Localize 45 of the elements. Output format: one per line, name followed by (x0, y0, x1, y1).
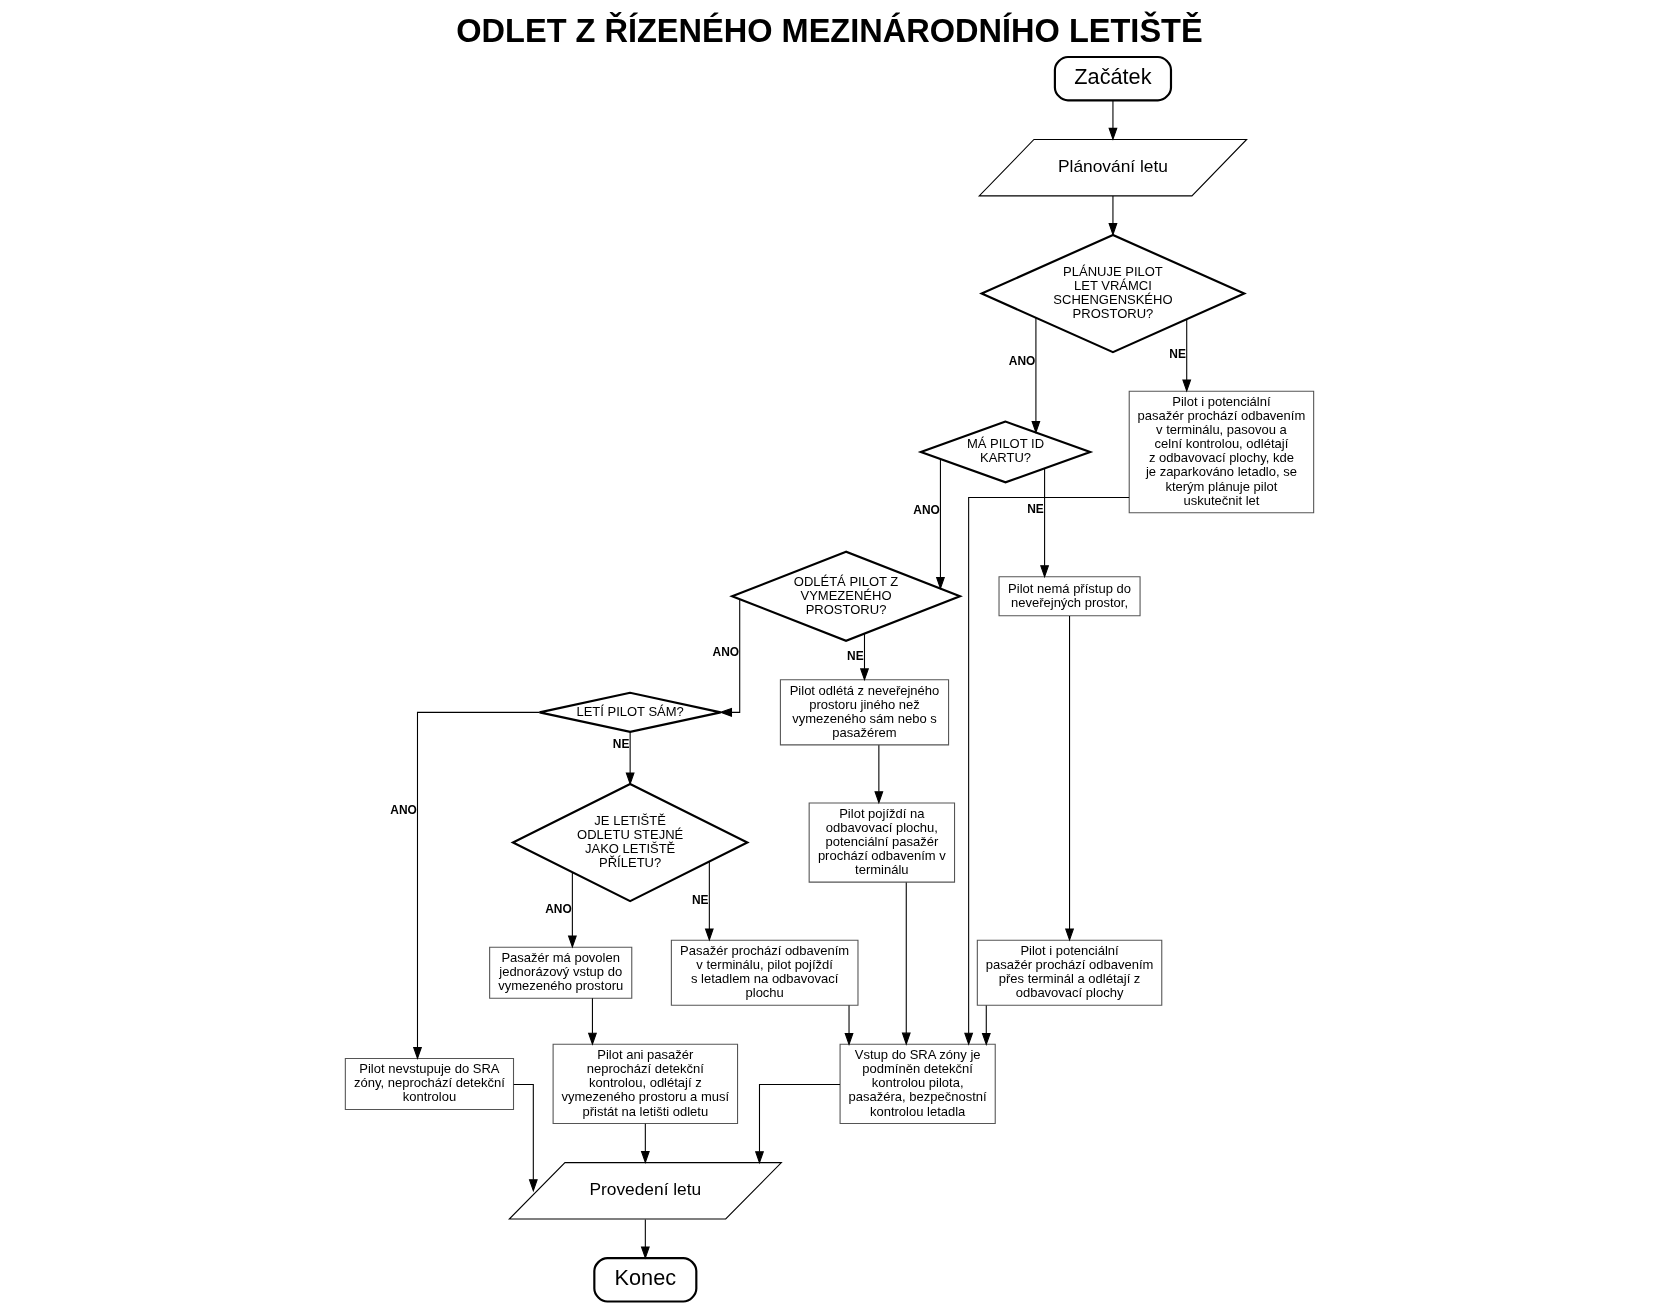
node-box: Pilot i potenciální pasažér prochází odbavením přes terminál a odlétají z odbavovací plochy (976, 939, 1162, 1006)
edge-label: ANO (544, 901, 572, 916)
node-box: Konec (592, 1256, 697, 1303)
arrow (718, 599, 740, 717)
arrow (1064, 615, 1074, 942)
arrow (567, 871, 577, 949)
arrow (859, 633, 869, 682)
arrow (981, 1004, 991, 1046)
arrow (587, 997, 597, 1046)
arrow (754, 1083, 840, 1165)
node-box: Pasažér prochází odbavením v terminálu, pilot pojíždí s letadlem na odbavovací plochu (670, 939, 858, 1006)
arrow (1039, 467, 1049, 579)
edge-label: ANO (1008, 354, 1035, 369)
arrow (1030, 317, 1040, 434)
node-box: Pilot odlétá z neveřejného prostoru jiného než vymezeného sám nebo s pasažérem (779, 679, 949, 746)
edge-label: ANO (912, 502, 940, 517)
arrow (1107, 100, 1117, 141)
node-box: Pilot pojíždí na odbavovací plochu, potenciální pasažér prochází odbavením v terminálu (808, 802, 955, 883)
arrow (625, 731, 635, 786)
arrow (873, 744, 883, 805)
node-box: Pasažér má povolen jednorázový vstup do vymezeného prostoru (488, 946, 632, 999)
arrow (963, 496, 1130, 1046)
arrow (704, 861, 714, 942)
arrow (412, 711, 540, 1061)
arrow (640, 1123, 650, 1164)
arrow (901, 881, 911, 1046)
edge-label: NE (612, 737, 629, 752)
edge-label: ANO (389, 803, 417, 818)
edge-label: NE (846, 648, 864, 663)
node-box: Pilot nevstupuje do SRA zóny, neprochází detekční kontrolou (344, 1057, 514, 1110)
diagram-title: ODLET Z ŘÍZENÉHO MEZINÁRODNÍHO LETIŠTĚ (455, 12, 1203, 49)
arrow (1107, 195, 1117, 237)
arrow (640, 1218, 650, 1260)
node-box: Vstup do SRA zóny je podmíněn detekční kontrolou pilota, pasažéra, bezpečnostní kontrolou letadla (839, 1043, 996, 1125)
edge-label: NE (1026, 501, 1044, 516)
node-box: Začátek (1053, 55, 1172, 102)
node-box: Pilot nemá přístup do neveřejných prostor, (998, 576, 1141, 617)
node-box: Pilot ani pasažér neprochází detekční kontrolou, odlétají z vymezeného prostoru a musí přistát na letišti odletu (552, 1043, 738, 1125)
edge-label: ANO (712, 644, 739, 659)
node-diamond: ODLÉTÁ PILOT Z VYMEZENÉHO PROSTORU? (728, 550, 963, 642)
node-box: Pilot i potenciální pasažér prochází odbavením v terminálu, pasovou a celní kontrolou, odlétají z odbavovací plochy, kde je zaparkováno letadlo, se kterým plánuje pilot uskutečnit let (1128, 390, 1314, 514)
node-diamond: LETÍ PILOT SÁM? (538, 691, 722, 733)
arrow (935, 458, 945, 590)
arrow (1181, 318, 1191, 393)
arrow (843, 1004, 854, 1046)
